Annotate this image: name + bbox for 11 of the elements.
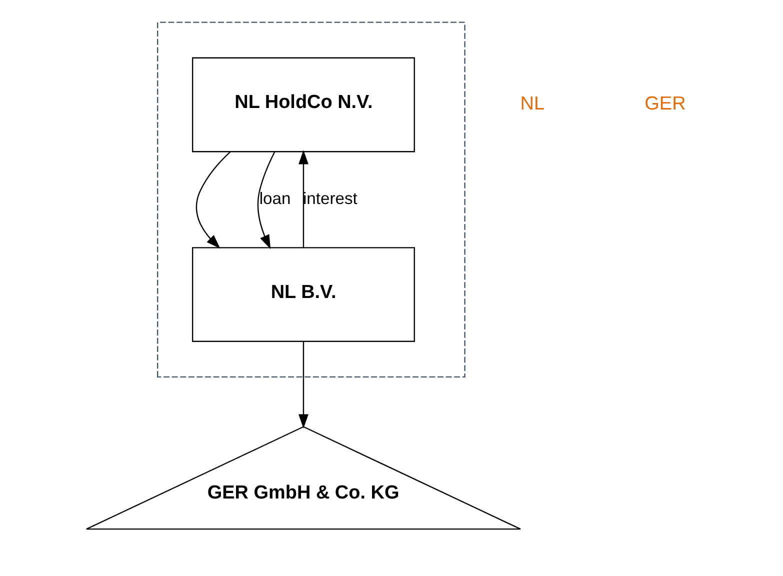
cluster (156, 22, 465, 378)
edge-label: loan (258, 189, 290, 208)
arrow (298, 342, 308, 428)
arrow (298, 150, 308, 248)
arrow (256, 152, 275, 250)
edge-label: interest (302, 189, 357, 208)
label: GER (644, 93, 686, 114)
node-box: NL HoldCo N.V. (191, 57, 414, 152)
arrow (195, 152, 230, 249)
label: NL (520, 93, 544, 114)
node-box: NL B.V. (191, 247, 414, 342)
